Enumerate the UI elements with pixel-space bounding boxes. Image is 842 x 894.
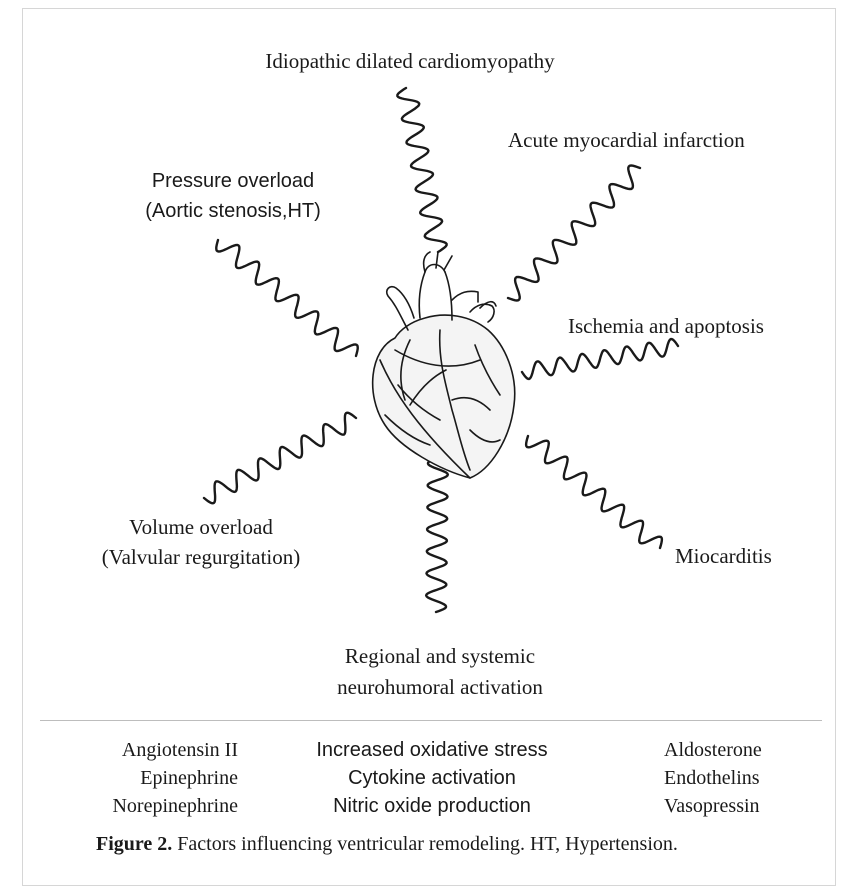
mediator-item: Cytokine activation — [272, 764, 592, 792]
mediator-item: Vasopressin — [664, 792, 834, 820]
mediator-item: Norepinephrine — [40, 792, 238, 820]
connector-volume — [204, 413, 356, 504]
cause-miocarditis: Miocarditis — [675, 543, 772, 570]
mediator-item: Nitric oxide production — [272, 792, 592, 820]
cause-volume-line1: Volume overload — [56, 514, 346, 541]
connector-neuro — [426, 458, 448, 612]
cause-neuro-line1: Regional and systemic — [240, 643, 640, 670]
mediator-item: Endothelins — [664, 764, 834, 792]
connector-idiopathic — [397, 88, 446, 252]
mediator-item: Epinephrine — [40, 764, 238, 792]
connector-pressure — [216, 240, 357, 356]
cause-volume-line2: (Valvular regurgitation) — [56, 544, 346, 571]
cause-ischemia: Ischemia and apoptosis — [568, 313, 764, 340]
mediator-item: Angiotensin II — [40, 736, 238, 764]
connector-acute-mi — [508, 166, 640, 301]
heart-sketch-icon — [373, 252, 515, 478]
mediator-item: Increased oxidative stress — [272, 736, 592, 764]
mediators-center: Increased oxidative stress Cytokine acti… — [272, 736, 592, 820]
caption-label: Figure 2. — [96, 833, 172, 855]
figure-caption: Figure 2. Factors influencing ventricula… — [96, 833, 836, 856]
cause-acute-mi: Acute myocardial infarction — [508, 127, 745, 154]
mediators-right: Aldosterone Endothelins Vasopressin — [664, 736, 834, 820]
mediators-left: Angiotensin II Epinephrine Norepinephrin… — [40, 736, 238, 820]
separator-line — [40, 720, 822, 721]
connector-ischemia — [522, 339, 678, 379]
cause-pressure-line1: Pressure overload — [108, 168, 358, 195]
cause-pressure-line2: (Aortic stenosis,HT) — [108, 198, 358, 225]
caption-text: Factors influencing ventricular remodeli… — [172, 833, 678, 855]
mediator-item: Aldosterone — [664, 736, 834, 764]
cause-idiopathic: Idiopathic dilated cardiomyopathy — [180, 48, 640, 75]
connector-miocarditis — [526, 436, 662, 548]
cause-neuro-line2: neurohumoral activation — [240, 674, 640, 701]
